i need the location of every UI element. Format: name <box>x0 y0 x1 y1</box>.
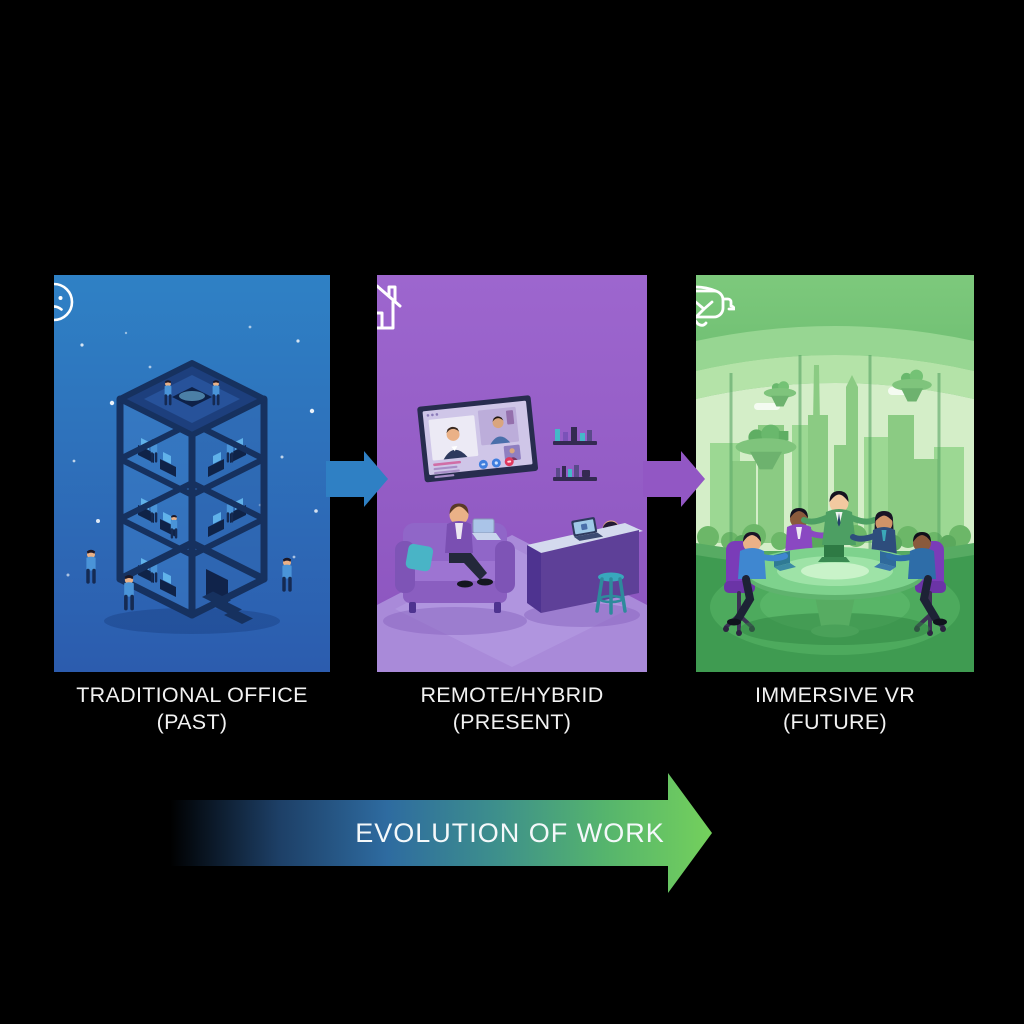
chat-lines <box>433 460 461 479</box>
standing-desk-workstation <box>527 517 643 615</box>
panel-immersive-vr <box>696 275 974 672</box>
stairs <box>202 591 253 624</box>
meeting-participants-back <box>785 491 897 557</box>
remote-worker-sofa <box>445 503 501 588</box>
desk-laptop <box>571 517 604 541</box>
meeting-participants-front <box>727 532 947 626</box>
caption-line1: IMMERSIVE VR <box>754 683 916 707</box>
video-tile-2 <box>477 406 520 446</box>
home-office-illustration <box>377 395 647 672</box>
video-tile-1 <box>428 415 479 461</box>
building-frame <box>116 395 268 619</box>
caption-line1: REMOTE/HYBRID <box>420 683 604 707</box>
caption-remote-hybrid: REMOTE/HYBRID (PRESENT) <box>377 682 647 736</box>
house-icon <box>377 284 402 330</box>
wall-shelves <box>553 427 597 481</box>
panel-remote-hybrid <box>377 275 647 672</box>
vr-handshake-icon <box>696 285 735 327</box>
floating-islands <box>735 369 932 470</box>
rooftop-meeting <box>117 360 267 438</box>
video-call-screen <box>417 395 539 483</box>
sad-face-speech-bubble-icon <box>54 282 74 322</box>
caption-traditional-office: TRADITIONAL OFFICE (PAST) <box>54 682 330 736</box>
panel-traditional-office <box>54 275 330 672</box>
caption-line1: TRADITIONAL OFFICE <box>76 683 308 707</box>
laptop <box>472 518 501 540</box>
vr-meeting-illustration <box>696 326 974 672</box>
call-buttons <box>478 457 514 469</box>
arrow-present-to-future <box>643 451 705 507</box>
caption-line2: (PRESENT) <box>452 710 572 734</box>
stool <box>595 572 627 615</box>
caption-line2: (FUTURE) <box>783 710 887 734</box>
office-building-illustration <box>66 325 318 634</box>
evolution-arrow-label: EVOLUTION OF WORK <box>355 818 665 848</box>
arrow-past-to-present <box>326 451 388 507</box>
evolution-arrow <box>170 773 712 893</box>
caption-immersive-vr: IMMERSIVE VR (FUTURE) <box>696 682 974 736</box>
window-mullions <box>729 355 941 551</box>
caption-line2: (PAST) <box>156 710 228 734</box>
